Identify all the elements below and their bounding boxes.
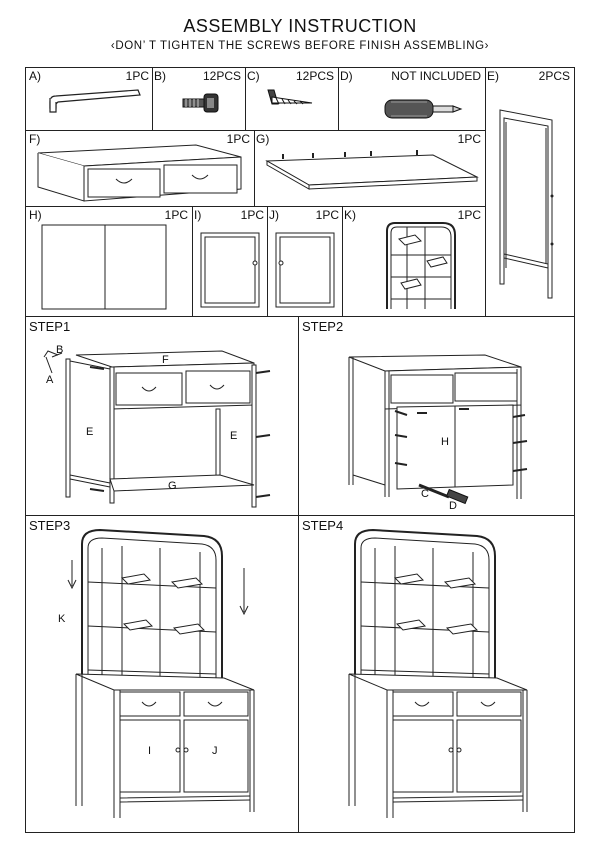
part-label: F) [29,132,41,146]
part-label: K) [344,208,356,222]
part-cell-g: G) 1PC [254,130,486,207]
callout-b: B [56,344,63,356]
back-panel-icon [41,224,167,310]
step1-panel: STEP1 B A F E E G [25,316,299,516]
callout-c: C [421,488,429,500]
part-cell-j: J) 1PC [267,206,343,317]
part-label: A) [29,69,41,83]
part-quantity: 12PCS [202,69,241,83]
bolt-icon [182,93,219,113]
part-cell-d: D) NOT INCLUDED [338,67,486,131]
callout-j: J [212,745,218,757]
part-label: H) [29,208,42,222]
door-right-icon [275,232,335,308]
allen-key-icon [49,89,141,113]
part-quantity: 1PC [457,208,481,222]
part-label: E) [487,69,499,83]
callout-h: H [441,436,449,448]
hutch-frame-icon [386,222,456,309]
step3-diagram: K I J [58,528,255,818]
callout-i: I [148,745,151,757]
part-cell-k: K) 1PC [342,206,486,317]
step2-panel: STEP2 H C D [298,316,575,516]
callout-d: D [449,500,457,512]
step4-diagram [348,528,528,818]
part-cell-c: C) 12PCS [245,67,339,131]
bottom-shelf-icon [265,150,479,190]
part-quantity: 1PC [315,208,339,222]
step-label: STEP4 [302,518,344,533]
step-label: STEP2 [302,319,344,334]
part-label: B) [154,69,166,83]
part-cell-b: B) 12PCS [152,67,246,131]
callout-k: K [58,613,66,625]
part-label: J) [269,208,279,222]
step-label: STEP3 [29,518,71,533]
part-label: C) [247,69,260,83]
door-left-icon [200,232,260,308]
screwdriver-icon [384,99,463,119]
step3-panel: STEP3 K I J [25,515,299,833]
part-quantity: NOT INCLUDED [391,69,481,83]
part-quantity: 2PCS [538,69,570,83]
callout-g: G [168,480,177,492]
callout-f: F [162,354,169,366]
page-subtitle: ‹DON’ T TIGHTEN THE SCREWS BEFORE FINISH… [110,40,490,52]
page-title: ASSEMBLY INSTRUCTION [183,16,417,36]
part-cell-e: E) 2PCS [485,67,575,317]
callout-a: A [46,374,54,386]
part-quantity: 1PC [226,132,250,146]
drawer-top-unit-icon [37,144,242,202]
part-quantity: 1PC [125,69,149,83]
part-cell-i: I) 1PC [192,206,268,317]
part-label: D) [340,69,353,83]
callout-e-right: E [230,430,237,442]
part-cell-a: A) 1PC [25,67,153,131]
side-frame-icon [499,109,554,299]
part-quantity: 1PC [457,132,481,146]
step1-diagram: B A F E E G [43,344,271,508]
part-label: I) [194,208,202,222]
part-quantity: 12PCS [295,69,334,83]
screw-icon [267,89,313,105]
step-label: STEP1 [29,319,71,334]
callout-e-left: E [86,426,93,438]
step4-panel: STEP4 [298,515,575,833]
part-cell-f: F) 1PC [25,130,255,207]
part-quantity: 1PC [240,208,264,222]
step2-diagram: H C D [348,354,528,512]
part-label: G) [256,132,270,146]
part-cell-h: H) 1PC [25,206,193,317]
part-quantity: 1PC [164,208,188,222]
